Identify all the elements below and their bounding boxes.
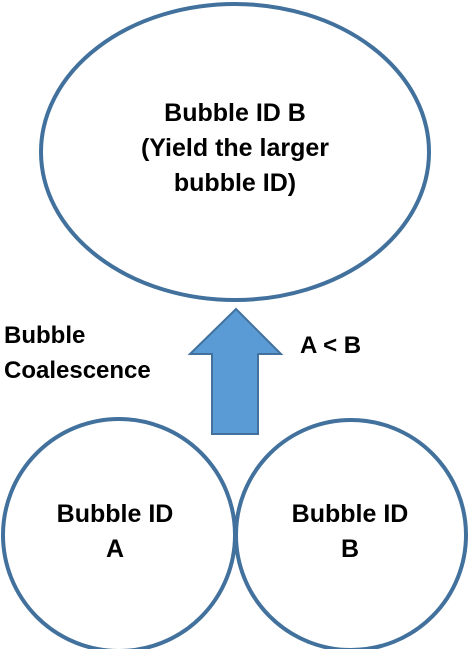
bottom-left-bubble-line1: Bubble ID [56,500,174,528]
bottom-left-bubble-circle [1,417,237,649]
process-label-line2: Coalescence [4,357,151,384]
bottom-left-bubble-label: Bubble ID A [20,497,210,567]
bottom-right-bubble-label: Bubble ID B [255,497,445,567]
up-arrow-icon [187,307,284,435]
process-label: Bubble Coalescence [4,318,151,388]
condition-label: A < B [300,332,362,359]
top-bubble-line3: bubble ID) [173,169,297,197]
bottom-right-bubble-line2: B [340,535,360,563]
top-bubble-label: Bubble ID B (Yield the larger bubble ID) [60,96,410,201]
top-bubble-line2: (Yield the larger [140,134,329,162]
bottom-left-bubble-line2: A [105,535,125,563]
top-bubble-line1: Bubble ID B [164,99,306,127]
bottom-right-bubble-line1: Bubble ID [291,500,409,528]
process-label-line1: Bubble [4,322,86,349]
top-bubble-circle [39,2,431,302]
